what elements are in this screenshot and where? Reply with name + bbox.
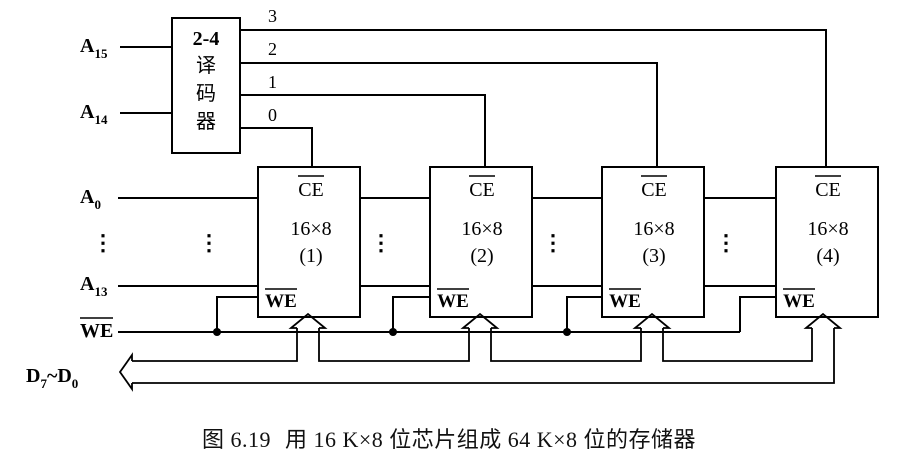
address-ellipsis-2: ⋮ bbox=[370, 230, 392, 255]
a15-label: A15 bbox=[80, 35, 108, 61]
decoder-label-char-3: 器 bbox=[196, 111, 216, 133]
chip-2-ce-label: CE bbox=[469, 179, 495, 201]
chip-3-we-label: WE bbox=[609, 291, 641, 312]
a0-label: A0 bbox=[80, 186, 101, 212]
we-branches bbox=[216, 296, 776, 332]
chip-3-ce-label: CE bbox=[641, 179, 667, 201]
chip-3-size-label: 16×8 bbox=[633, 218, 674, 240]
a13-label: A13 bbox=[80, 273, 108, 299]
figure-caption-text: 用 16 K×8 位芯片组成 64 K×8 位的存储器 bbox=[284, 427, 697, 452]
decoder-output-3-wire bbox=[240, 29, 827, 167]
decoder-label-char-1: 译 bbox=[196, 54, 216, 77]
address-ellipsis-1: ⋮ bbox=[198, 230, 220, 255]
chip-2 bbox=[429, 166, 533, 318]
data-bus-label: D7~D0 bbox=[26, 365, 78, 391]
address-ellipsis-3: ⋮ bbox=[542, 230, 564, 255]
chip-3 bbox=[601, 166, 705, 318]
address-ellipsis-left: ⋮ bbox=[92, 230, 114, 255]
chip-1-we-label: WE bbox=[265, 291, 297, 312]
chip-2-size-label: 16×8 bbox=[461, 218, 502, 240]
decoder-output-2-label: 2 bbox=[268, 39, 277, 59]
decoder-output-1-label: 1 bbox=[268, 72, 277, 92]
figure-number: 图 6.19 bbox=[201, 427, 271, 452]
chip-1-ce-label: CE bbox=[298, 179, 324, 201]
decoder-output-0-label: 0 bbox=[268, 105, 277, 125]
chip-1 bbox=[257, 166, 361, 318]
chip-4-we-label: WE bbox=[783, 291, 815, 312]
decoder-box bbox=[171, 17, 241, 154]
figure-caption: 图 6.19 用 16 K×8 位芯片组成 64 K×8 位的存储器 bbox=[0, 422, 912, 454]
decoder-output-0-wire bbox=[240, 127, 313, 167]
chip-4-index-label: (4) bbox=[816, 245, 839, 267]
we-input-label: WE bbox=[80, 320, 113, 342]
chip-3-index-label: (3) bbox=[642, 245, 665, 267]
we-junction-dots bbox=[213, 328, 571, 336]
decoder-title: 2-4 bbox=[193, 28, 220, 50]
chip-1-size-label: 16×8 bbox=[290, 218, 331, 240]
chip-2-index-label: (2) bbox=[470, 245, 493, 267]
decoder-output-3-label: 3 bbox=[268, 6, 277, 26]
decoder-label-char-2: 码 bbox=[196, 83, 216, 105]
address-ellipsis-4: ⋮ bbox=[715, 230, 737, 255]
data-bus bbox=[118, 312, 843, 392]
chip-2-we-label: WE bbox=[437, 291, 469, 312]
decoder-output-2-wire bbox=[240, 62, 658, 167]
chip-4-ce-label: CE bbox=[815, 179, 841, 201]
chip-1-index-label: (1) bbox=[299, 245, 322, 267]
a14-label: A14 bbox=[80, 101, 108, 127]
decoder-output-1-wire bbox=[240, 94, 486, 167]
chip-4-size-label: 16×8 bbox=[807, 218, 848, 240]
